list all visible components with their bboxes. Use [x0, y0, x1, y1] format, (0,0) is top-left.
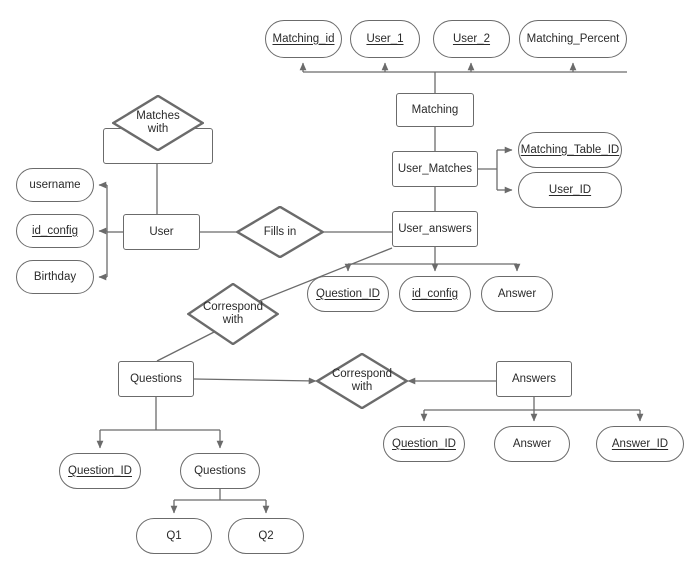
attribute-questions-question-id-label: Question_ID [68, 464, 132, 477]
attribute-matching-percent-label: Matching_Percent [526, 32, 620, 45]
attribute-answers-answer[interactable]: Answer [494, 426, 570, 462]
attribute-username-label: username [29, 178, 81, 191]
attribute-user-1-label: User_1 [366, 32, 404, 45]
relationship-correspond-with-2-label: Correspond with [331, 368, 393, 393]
diamond-icon [316, 353, 408, 409]
attribute-username[interactable]: username [16, 168, 94, 202]
attribute-birthday-label: Birthday [33, 270, 77, 283]
entity-questions-label: Questions [130, 372, 182, 385]
entity-answers-label: Answers [511, 372, 557, 385]
attribute-user-1[interactable]: User_1 [350, 20, 420, 58]
attribute-matching-percent[interactable]: Matching_Percent [519, 20, 627, 58]
attribute-answers-answer-id[interactable]: Answer_ID [596, 426, 684, 462]
relationship-correspond-with-1-label: Correspond with [202, 301, 264, 326]
attribute-answers-answer-label: Answer [512, 437, 552, 450]
attribute-user-answers-question-id-label: Question_ID [316, 287, 380, 300]
attribute-birthday[interactable]: Birthday [16, 260, 94, 294]
entity-user-label: User [149, 225, 174, 238]
diamond-icon [236, 206, 324, 258]
attribute-user-answers-question-id[interactable]: Question_ID [307, 276, 389, 312]
relationship-matches-with[interactable]: Matches with [112, 95, 204, 151]
attribute-user-answers-answer[interactable]: Answer [481, 276, 553, 312]
entity-user[interactable]: User [123, 214, 200, 250]
attribute-q2[interactable]: Q2 [228, 518, 304, 554]
entity-matching-label: Matching [411, 103, 459, 116]
attribute-q2-label: Q2 [258, 529, 274, 542]
relationship-fills-in-label: Fills in [263, 225, 297, 238]
attribute-answers-question-id[interactable]: Question_ID [383, 426, 465, 462]
attribute-user-answers-id-config-label: id_config [411, 287, 459, 300]
attribute-matching-id[interactable]: Matching_id [265, 20, 342, 58]
attribute-user-id-config-label: id_config [31, 224, 79, 237]
attribute-user-id[interactable]: User_ID [518, 172, 622, 208]
relationship-correspond-with-2[interactable]: Correspond with [316, 353, 408, 409]
relationship-fills-in[interactable]: Fills in [236, 206, 324, 258]
attribute-questions-question-id[interactable]: Question_ID [59, 453, 141, 489]
entity-answers[interactable]: Answers [496, 361, 572, 397]
attribute-user-answers-answer-label: Answer [497, 287, 537, 300]
attribute-user-id-label: User_ID [548, 183, 592, 196]
attribute-answers-question-id-label: Question_ID [392, 437, 456, 450]
entity-questions[interactable]: Questions [118, 361, 194, 397]
attribute-q1-label: Q1 [166, 529, 182, 542]
attribute-matching-table-id-label: Matching_Table_ID [520, 143, 620, 156]
attribute-matching-table-id[interactable]: Matching_Table_ID [518, 132, 622, 168]
relationship-correspond-with-1[interactable]: Correspond with [187, 283, 279, 345]
wire-questions-correspond-2 [193, 377, 317, 385]
diamond-icon [187, 283, 279, 345]
attribute-user-2-label: User_2 [452, 32, 491, 45]
attribute-user-2[interactable]: User_2 [433, 20, 510, 58]
attribute-user-answers-id-config[interactable]: id_config [399, 276, 471, 312]
attribute-user-id-config[interactable]: id_config [16, 214, 94, 248]
diamond-icon [112, 95, 204, 151]
entity-user-matches[interactable]: User_Matches [392, 151, 478, 187]
entity-user-answers-label: User_answers [398, 222, 472, 235]
entity-user-matches-label: User_Matches [397, 162, 473, 175]
entity-matching[interactable]: Matching [396, 93, 474, 127]
attribute-questions-questions-label: Questions [194, 464, 246, 477]
attribute-q1[interactable]: Q1 [136, 518, 212, 554]
relationship-matches-with-label: Matches with [136, 110, 180, 135]
attribute-questions-questions[interactable]: Questions [180, 453, 260, 489]
attribute-matching-id-label: Matching_id [272, 32, 335, 45]
entity-user-answers[interactable]: User_answers [392, 211, 478, 247]
attribute-answers-answer-id-label: Answer_ID [611, 437, 669, 450]
